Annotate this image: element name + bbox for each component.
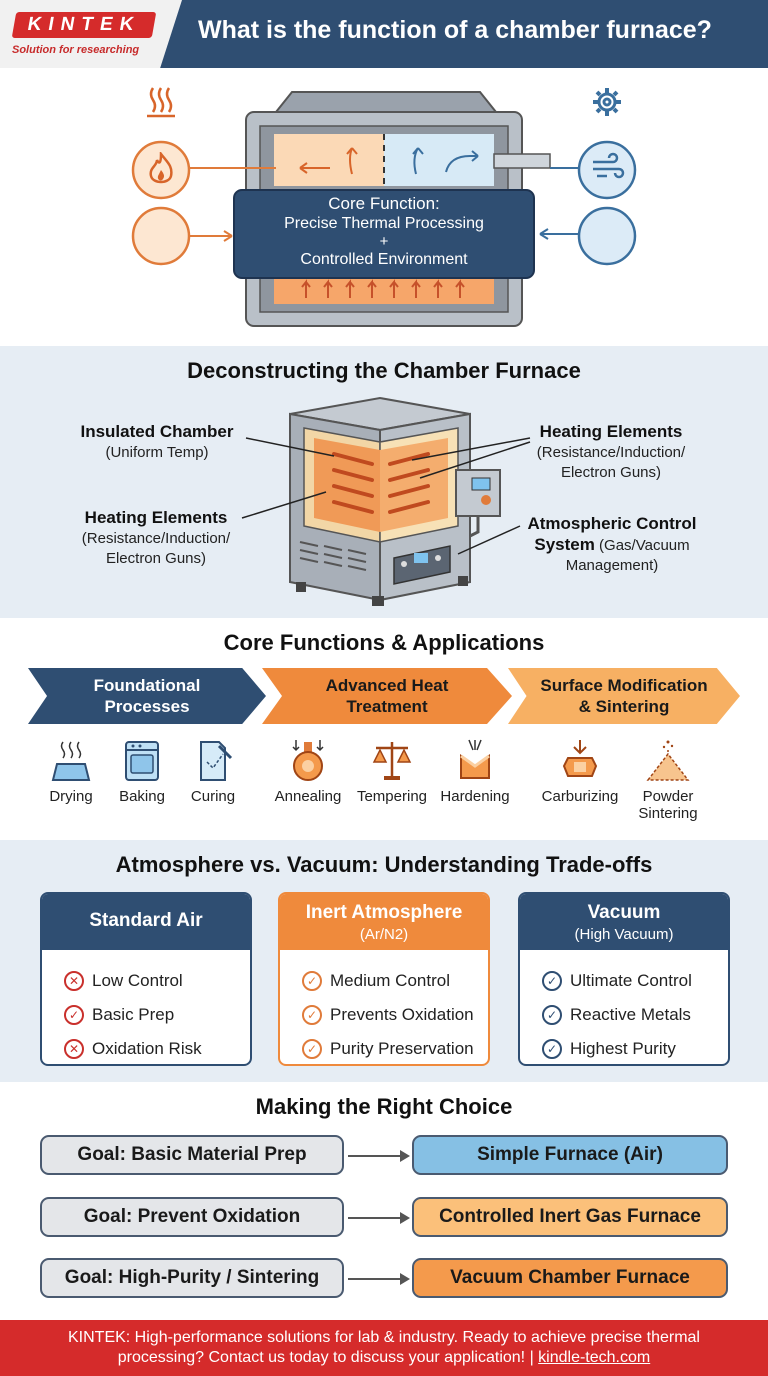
page-title: What is the function of a chamber furnac… (198, 16, 712, 44)
check-circle-icon: ✓ (64, 1005, 84, 1025)
card-vacuum-header: Vacuum (High Vacuum) (520, 894, 728, 950)
carburizing-icon (562, 740, 598, 777)
core-function-box: Core Function: Precise Thermal Processin… (234, 194, 534, 270)
app-curing: Curing (171, 738, 255, 805)
app-carburizing: Carburizing (538, 738, 622, 805)
gear-icon (593, 88, 621, 116)
logo[interactable]: KINTEK Solution for researching (0, 0, 182, 68)
heating-elements-right-label: Heating Elements(Resistance/Induction/El… (536, 422, 686, 481)
check-circle-icon: ✓ (302, 1005, 322, 1025)
x-circle-icon: ✕ (64, 971, 84, 991)
list-item: ✓Reactive Metals (542, 998, 728, 1032)
card-vacuum: Vacuum (High Vacuum) ✓Ultimate Control ✓… (518, 892, 730, 1066)
card-inert-header: Inert Atmosphere (Ar/N2) (280, 894, 488, 950)
list-item: ✕Low Control (64, 964, 250, 998)
balance-scale-icon (372, 742, 412, 780)
deconstruct-title: Deconstructing the Chamber Furnace (187, 358, 581, 383)
hardening-icon (460, 739, 490, 779)
core-title: Core Function: (328, 194, 440, 213)
check-circle-icon: ✓ (542, 971, 562, 991)
x-circle-icon: ✕ (64, 1039, 84, 1059)
wind-icon (593, 152, 625, 179)
functions-section: Core Functions & Applications (0, 618, 768, 840)
result-simple-furnace: Simple Furnace (Air) (412, 1135, 728, 1175)
hero-furnace-diagram (131, 91, 637, 327)
app-tempering: Tempering (350, 738, 434, 805)
arrow-connector (348, 1150, 410, 1162)
functions-title: Core Functions & Applications (223, 630, 545, 655)
drying-tray-icon (51, 741, 91, 781)
footer-link[interactable]: kindle-tech.com (538, 1349, 651, 1366)
logo-wordmark: KINTEK (11, 12, 157, 38)
tradeoffs-title: Atmosphere vs. Vacuum: Understanding Tra… (115, 852, 653, 877)
hero-section: Core Function: Precise Thermal Processin… (0, 68, 768, 346)
insulated-chamber-label: Insulated Chamber(Uniform Temp) (80, 422, 234, 461)
oven-icon (125, 741, 159, 781)
core-line2: Controlled Environment (300, 251, 468, 268)
check-circle-icon: ✓ (302, 1039, 322, 1059)
furnace-cutaway-diagram (241, 396, 531, 606)
list-item: ✓Basic Prep (64, 998, 250, 1032)
heat-waves-icon (147, 87, 175, 118)
goal-basic-prep: Goal: Basic Material Prep (40, 1135, 344, 1175)
deconstruct-section: Deconstructing the Chamber Furnace (0, 346, 768, 618)
heating-elements-left-label: Heating Elements(Resistance/Induction/El… (81, 508, 231, 567)
arrow-connector (348, 1212, 410, 1224)
core-line1: Precise Thermal Processing (284, 215, 484, 232)
list-item: ✕Oxidation Risk (64, 1032, 250, 1064)
logo-tagline: Solution for researching (12, 44, 140, 56)
annealing-icon (292, 740, 324, 781)
flame-icon (149, 152, 173, 184)
list-item: ✓Medium Control (302, 964, 488, 998)
list-item: ✓Ultimate Control (542, 964, 728, 998)
category-surface-modification: Surface Modification& Sintering (508, 668, 740, 724)
list-item: ✓Prevents Oxidation (302, 998, 488, 1032)
card-standard-air-header: Standard Air (42, 894, 250, 950)
app-hardening: Hardening (433, 738, 517, 805)
card-standard-air: Standard Air ✕Low Control ✓Basic Prep ✕O… (40, 892, 252, 1066)
goal-high-purity: Goal: High-Purity / Sintering (40, 1258, 344, 1298)
app-annealing: Annealing (266, 738, 350, 805)
choice-title: Making the Right Choice (255, 1094, 513, 1119)
list-item: ✓Purity Preservation (302, 1032, 488, 1064)
footer-banner: KINTEK: High-performance solutions for l… (0, 1320, 768, 1376)
result-vacuum-furnace: Vacuum Chamber Furnace (412, 1258, 728, 1298)
footer-text: KINTEK: High-performance solutions for l… (68, 1329, 700, 1366)
app-baking: Baking (100, 738, 184, 805)
check-circle-icon: ✓ (302, 971, 322, 991)
powder-pile-icon (646, 740, 690, 781)
card-inert-atmosphere: Inert Atmosphere (Ar/N2) ✓Medium Control… (278, 892, 490, 1066)
check-circle-icon: ✓ (542, 1005, 562, 1025)
goal-prevent-oxidation: Goal: Prevent Oxidation (40, 1197, 344, 1237)
core-plus: + (379, 233, 389, 250)
header-bar: KINTEK Solution for researching What is … (0, 0, 768, 68)
app-drying: Drying (29, 738, 113, 805)
curing-icon (200, 741, 233, 781)
arrow-connector (348, 1273, 410, 1285)
check-circle-icon: ✓ (542, 1039, 562, 1059)
list-item: ✓Highest Purity (542, 1032, 728, 1064)
result-inert-gas-furnace: Controlled Inert Gas Furnace (412, 1197, 728, 1237)
